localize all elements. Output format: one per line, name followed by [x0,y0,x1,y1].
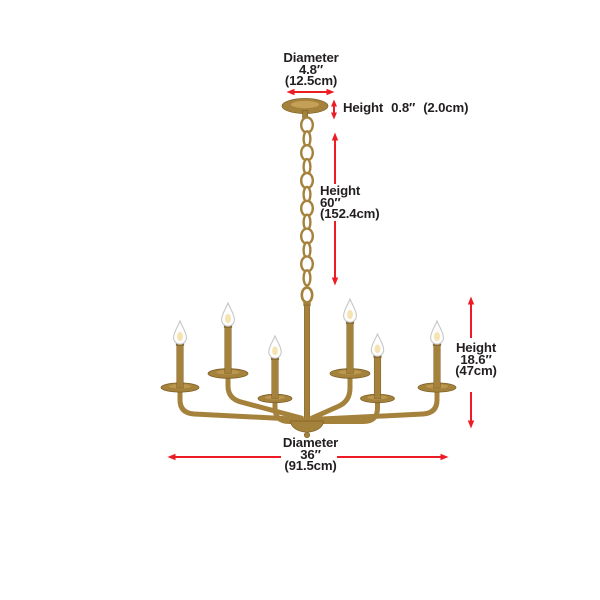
dim-inches: 0.8″ [391,100,416,115]
arm-far-right [311,387,440,422]
dim-title: Height [455,340,497,355]
dim-metric: (47cm) [455,363,497,379]
dim-metric: (2.0cm) [423,100,469,115]
candle-5 [360,332,395,404]
arm-far-left [177,387,303,422]
dim-metric: (91.5cm) [284,458,337,474]
chain-height-label: Height 60″ (152.4cm) [318,184,382,221]
chain-link [302,269,312,287]
canopy-height-arrow [331,99,337,120]
arm-back-right [309,373,353,421]
candle-3 [257,334,293,404]
dim-metric: (12.5cm) [284,73,338,89]
fixture-height-arrow [467,296,475,429]
fixture-diameter-arrow [167,453,449,461]
candle-1 [160,319,200,393]
candle-6 [417,319,457,393]
arm-back-left [225,373,304,421]
dim-inches: 4.8″ [298,61,324,77]
candle-2 [207,301,249,379]
dimension-lines [167,88,475,461]
arm-front-left [272,398,304,424]
canopy-diameter-label: Diameter 4.8″ (12.5cm) [251,50,371,89]
dim-title: Height [343,100,384,115]
dim-inches: 36″ [300,446,321,462]
rod [300,286,314,424]
dim-title: Height [320,183,361,198]
canopy-diameter-arrow [286,88,335,96]
fixture-diameter-label: Diameter 36″ (91.5cm) [250,435,371,474]
dim-inches: 60″ [320,194,341,210]
canopy [281,98,329,119]
canopy-height-label: Height 0.8″ (2.0cm) [343,100,469,115]
candle-4 [329,297,371,379]
hub [290,417,324,439]
fixture-height-label: Height 18.6″ (47cm) [435,340,517,379]
dim-title: Diameter [282,435,339,450]
dim-inches: 18.6″ [460,351,492,367]
arms [177,373,440,424]
dim-title: Diameter [283,50,339,65]
dim-metric: (152.4cm) [320,206,380,222]
chain [300,116,315,287]
